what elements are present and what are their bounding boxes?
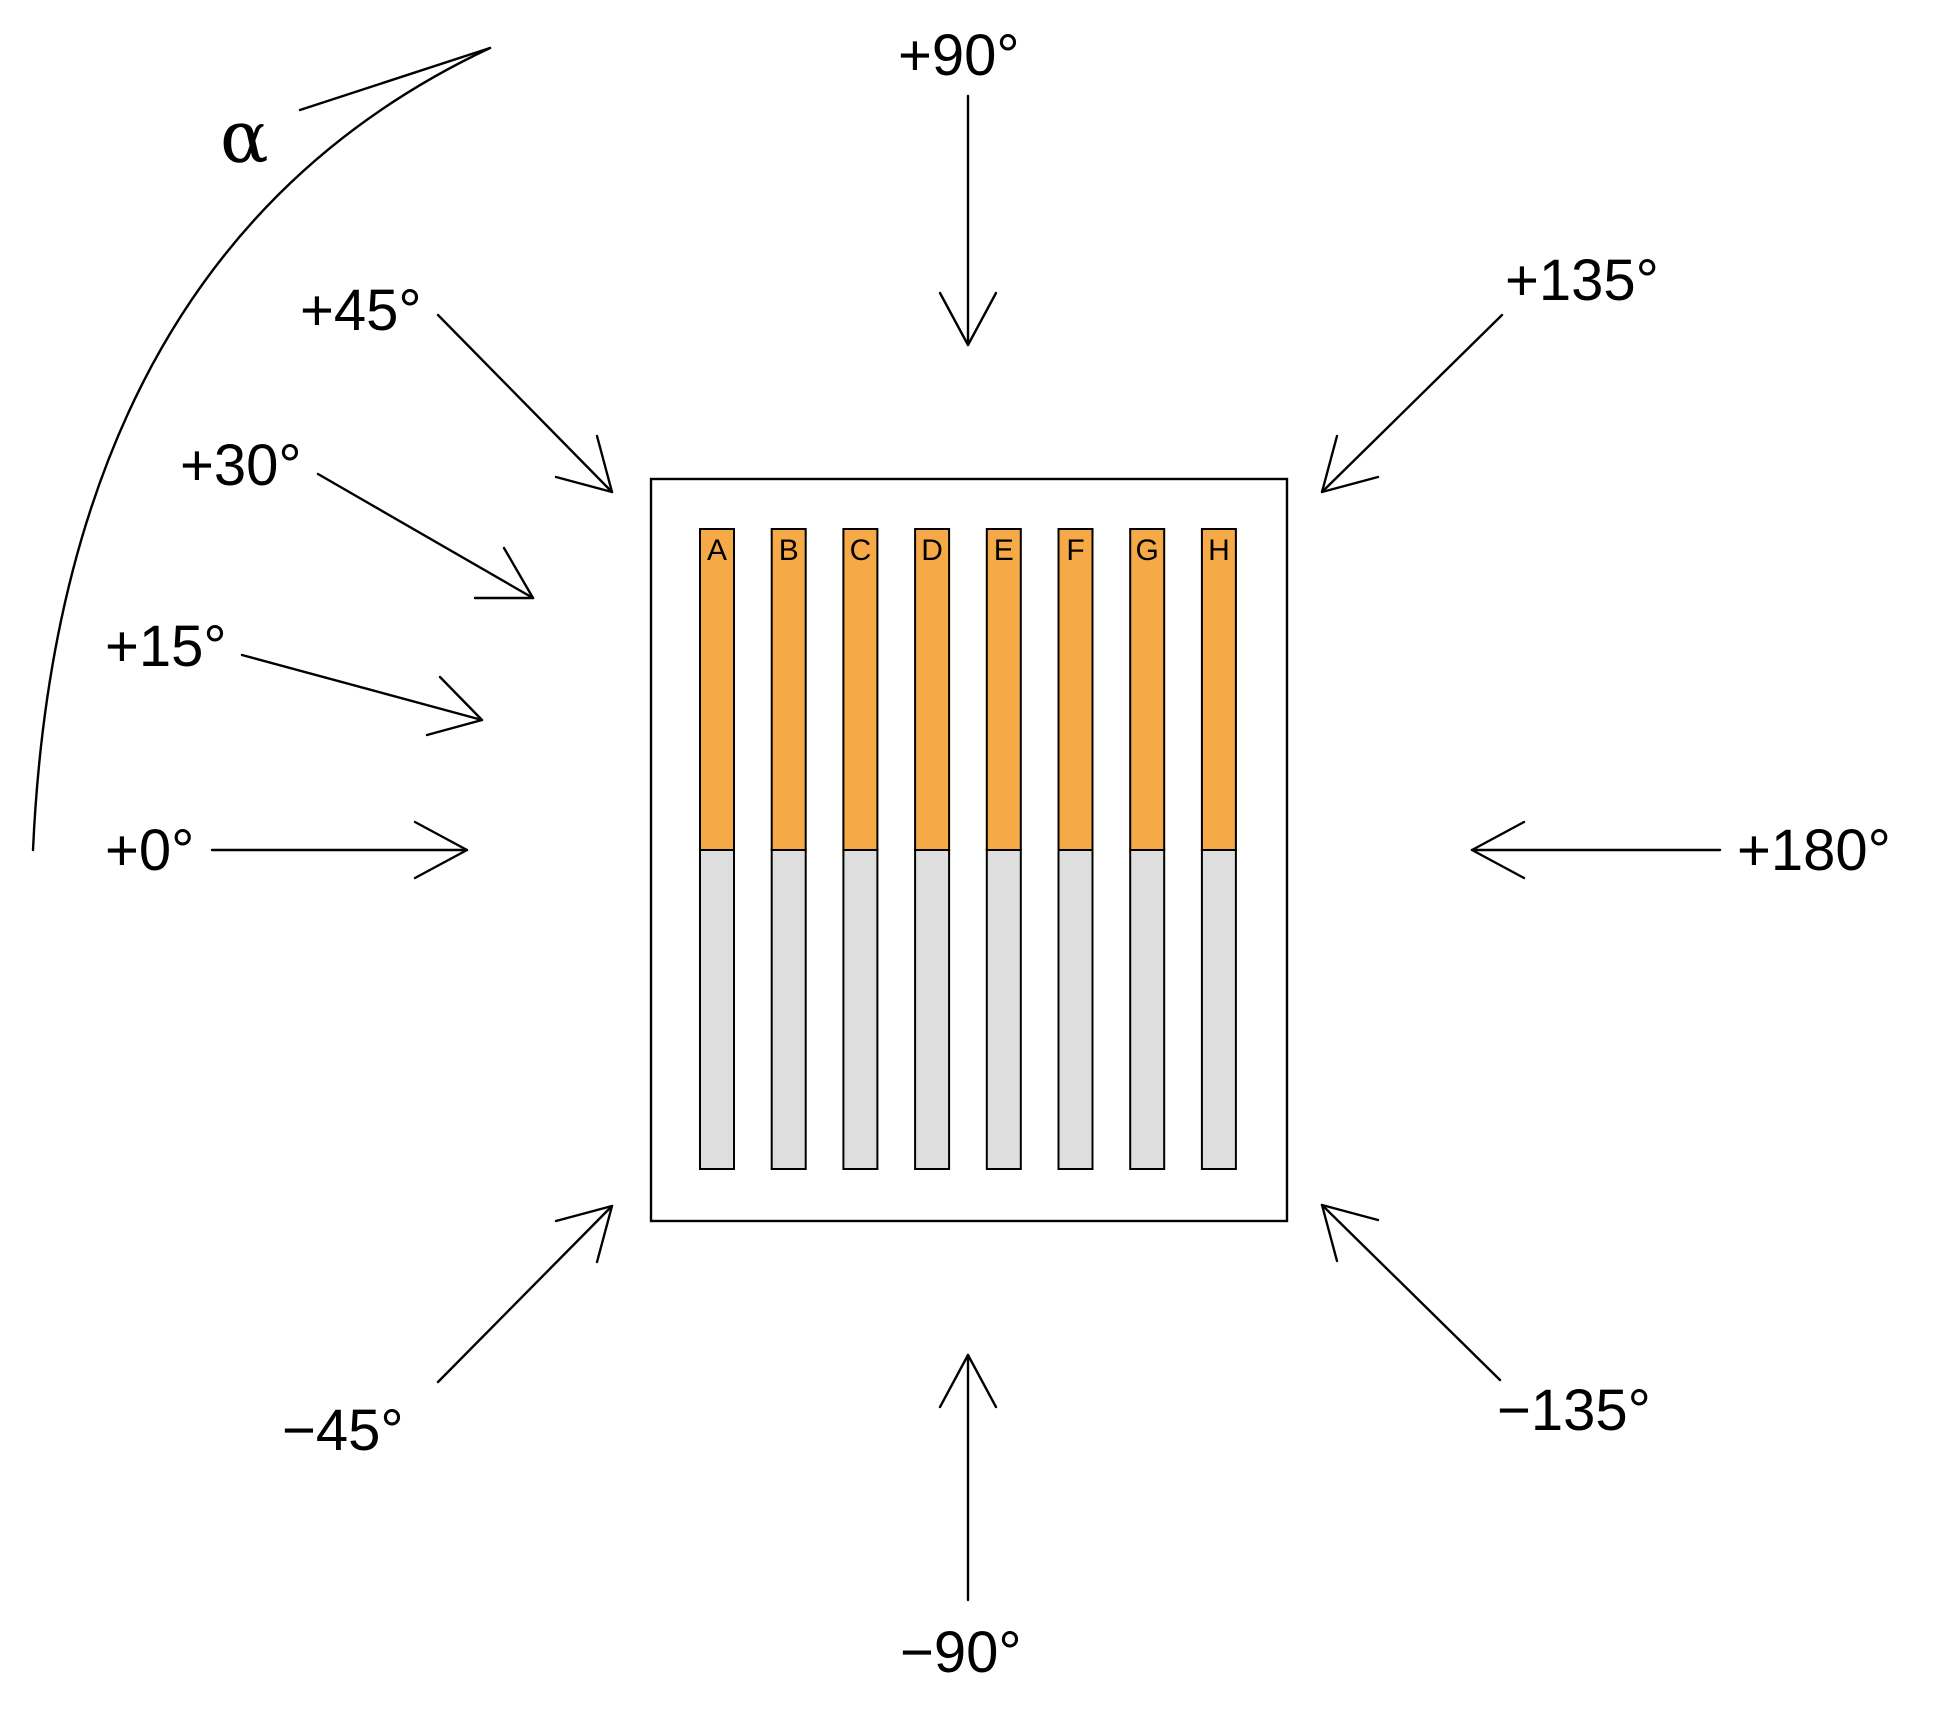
strip-top-segment [699, 528, 735, 851]
strip-top-segment [985, 528, 1022, 851]
arrow-30-label: +30° [180, 433, 302, 498]
arrow-90 [938, 94, 998, 347]
alpha-arrowhead [298, 46, 492, 112]
arrow-30 [316, 472, 535, 600]
strip-top-segment [914, 528, 951, 851]
strip-label: A [707, 534, 727, 567]
strip-d: D [914, 528, 951, 1170]
strip-label: H [1208, 534, 1230, 567]
arrow-minus-45 [436, 1204, 614, 1384]
strip-bottom-segment [699, 849, 735, 1170]
strip-g: G [1129, 528, 1166, 1170]
strip-top-segment [842, 528, 879, 851]
arrow-0 [210, 820, 469, 880]
strip-c: C [842, 528, 879, 1170]
strip-bottom-segment [770, 849, 807, 1170]
strips-group: A B C D E F G H [699, 528, 1237, 1170]
arrow-90-label: +90° [898, 23, 1020, 88]
strip-bottom-segment [985, 849, 1022, 1170]
arrow-45 [436, 313, 614, 494]
arrow-minus-90-label: −90° [900, 1620, 1022, 1685]
sample-frame [649, 477, 1289, 1223]
strip-bottom-segment [1129, 849, 1166, 1170]
arrow-180-label: +180° [1737, 818, 1891, 883]
strip-bottom-segment [842, 849, 879, 1170]
arrow-135-label: +135° [1505, 248, 1659, 313]
arrow-minus-135-label: −135° [1497, 1378, 1651, 1443]
strip-bottom-segment [1200, 849, 1237, 1170]
strip-b: B [770, 528, 807, 1170]
strip-top-segment [770, 528, 807, 851]
strip-label: B [779, 534, 799, 567]
strip-label: C [850, 534, 872, 567]
strip-bottom-segment [1057, 849, 1094, 1170]
strip-top-segment [1200, 528, 1237, 851]
strip-label: D [921, 534, 943, 567]
strip-h: H [1200, 528, 1237, 1170]
arrow-0-label: +0° [105, 818, 194, 883]
strip-top-segment [1057, 528, 1094, 851]
strip-label: E [994, 534, 1014, 567]
strip-label: G [1136, 534, 1159, 567]
strip-a: A [699, 528, 735, 1170]
strip-label: F [1066, 534, 1084, 567]
arrow-minus-45-label: −45° [282, 1398, 404, 1463]
arrow-15 [240, 653, 484, 737]
arrow-15-label: +15° [105, 614, 227, 679]
alpha-arc-arrow [31, 46, 492, 852]
alpha-symbol: α [220, 95, 269, 179]
arrow-minus-90 [938, 1353, 998, 1602]
strip-f: F [1057, 528, 1094, 1170]
strip-bottom-segment [914, 849, 951, 1170]
arrow-minus-135 [1320, 1203, 1502, 1382]
strip-top-segment [1129, 528, 1166, 851]
arrow-45-label: +45° [300, 278, 422, 343]
strip-e: E [985, 528, 1022, 1170]
arrow-180 [1470, 820, 1722, 880]
alpha-arc [31, 46, 492, 852]
arrow-135 [1320, 313, 1504, 494]
